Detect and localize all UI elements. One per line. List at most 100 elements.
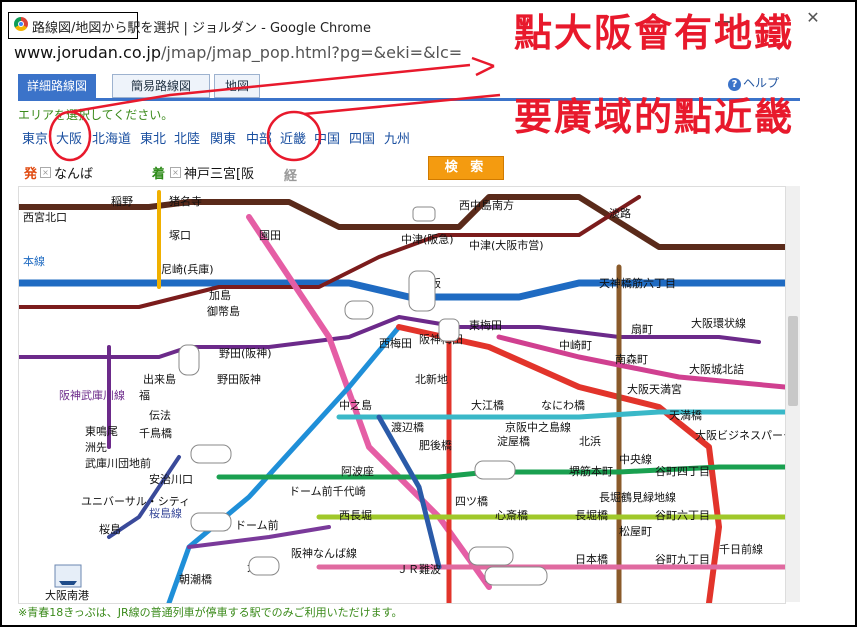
station-label[interactable]: 阿波座 <box>341 464 374 478</box>
station-label[interactable]: 北新地 <box>415 372 448 386</box>
station-node-osaka[interactable] <box>408 270 436 312</box>
station-label[interactable]: 中津(大阪市営) <box>469 238 544 252</box>
url-text[interactable]: www.jorudan.co.jp/jmap/jmap_pop.html?pg=… <box>14 43 462 62</box>
station-label[interactable]: 心斎橋 <box>495 508 528 522</box>
station-label[interactable]: 堺筋本町 <box>569 464 613 478</box>
region-chubu[interactable]: 中部 <box>246 132 273 147</box>
station-label[interactable]: 肥後橋 <box>419 438 452 452</box>
station-label[interactable]: ＪＲ難波 <box>397 563 441 576</box>
station-node-bentencho[interactable] <box>190 512 232 532</box>
address-bar[interactable]: www.jorudan.co.jp/jmap/jmap_pop.html?pg=… <box>14 40 804 66</box>
station-label[interactable]: 西中島南方 <box>459 198 514 212</box>
region-kyushu[interactable]: 九州 <box>384 132 411 147</box>
station-label[interactable]: 洲先 <box>85 441 107 454</box>
arrival-clear-icon[interactable]: × <box>170 167 181 178</box>
tab-simple-map[interactable]: 簡易路線図 <box>112 74 210 98</box>
station-node-juso[interactable] <box>412 206 436 222</box>
station-label[interactable]: 谷町九丁目 <box>655 553 710 566</box>
region-tohoku[interactable]: 東北 <box>140 132 167 147</box>
station-label[interactable]: 稲野 <box>111 195 133 208</box>
region-shikoku[interactable]: 四国 <box>349 132 376 147</box>
station-label[interactable]: 福 <box>139 388 150 402</box>
station-label[interactable]: 大阪南港 <box>45 588 89 602</box>
map-scroll-thumb[interactable] <box>788 316 798 406</box>
station-label[interactable]: 中央線 <box>619 452 652 466</box>
station-label[interactable]: 大阪環状線 <box>691 316 746 330</box>
station-label[interactable]: 西長堀 <box>339 509 372 522</box>
map-scrollbar[interactable] <box>786 186 800 602</box>
station-label[interactable]: 淡路 <box>609 207 631 220</box>
arrival-field[interactable]: 神戸三宮[阪 <box>184 167 255 182</box>
station-label[interactable]: 中津(阪急) <box>401 232 454 246</box>
station-label[interactable]: 扇町 <box>631 322 653 336</box>
station-label[interactable]: 大阪城北詰 <box>689 362 744 376</box>
station-label[interactable]: 加島 <box>209 288 231 302</box>
station-label[interactable]: 京阪中之島線 <box>505 420 571 434</box>
region-osaka[interactable]: 大阪 <box>56 132 83 147</box>
station-node-noda[interactable] <box>178 344 200 376</box>
station-label[interactable]: 谷町四丁目 <box>655 465 710 478</box>
station-label[interactable]: 渡辺橋 <box>391 420 424 434</box>
station-node-hommachi[interactable] <box>474 460 516 480</box>
region-tokyo[interactable]: 東京 <box>22 132 49 147</box>
station-node-namba[interactable] <box>468 546 514 566</box>
station-label[interactable]: 千日前線 <box>719 542 763 556</box>
help-link[interactable]: ?ヘルプ <box>728 74 779 91</box>
station-label[interactable]: 中崎町 <box>559 338 592 352</box>
station-label[interactable]: 松屋町 <box>619 524 652 538</box>
station-label[interactable]: 野田阪神 <box>217 372 261 386</box>
station-label[interactable]: 野田(阪神) <box>219 346 272 360</box>
station-node-nishikujo[interactable] <box>190 444 232 464</box>
station-label[interactable]: 尼崎(兵庫) <box>161 262 214 276</box>
station-label[interactable]: 伝法 <box>149 408 171 422</box>
close-button[interactable]: ✕ <box>806 8 820 27</box>
station-label[interactable]: 天神橋筋六丁目 <box>599 276 676 290</box>
station-label[interactable]: 東梅田 <box>469 318 502 332</box>
region-hokkaido[interactable]: 北海道 <box>92 132 132 147</box>
station-label[interactable]: 御幣島 <box>207 304 240 318</box>
tab-area-map[interactable]: 地図 <box>214 74 260 98</box>
station-label[interactable]: 園田 <box>259 229 281 242</box>
station-label[interactable]: ユニバーサル・シティ <box>81 495 190 508</box>
station-label[interactable]: ドーム前千代崎 <box>289 484 366 498</box>
station-label[interactable]: 安治川口 <box>149 472 193 486</box>
station-label[interactable]: 出来島 <box>143 372 176 386</box>
station-label[interactable]: 淀屋橋 <box>497 434 530 448</box>
station-label[interactable]: 日本橋 <box>575 552 608 566</box>
station-label[interactable]: ドーム前 <box>235 518 279 532</box>
region-hokuriku[interactable]: 北陸 <box>174 132 201 147</box>
station-label[interactable]: 西宮北口 <box>23 210 67 224</box>
station-label[interactable]: 大阪ビジネスパーク <box>695 428 785 442</box>
departure-field[interactable]: なんば <box>54 167 94 182</box>
station-label[interactable]: 阪神なんば線 <box>291 546 357 560</box>
region-kanto[interactable]: 関東 <box>210 132 237 147</box>
tab-detailed-map[interactable]: 詳細路線図 <box>18 74 96 98</box>
station-label[interactable]: 南森町 <box>615 352 648 366</box>
station-node-umeda[interactable] <box>438 318 460 342</box>
station-label[interactable]: 天満橋 <box>669 408 702 422</box>
station-label[interactable]: なにわ橋 <box>541 398 585 412</box>
station-label[interactable]: 大阪天満宮 <box>627 382 682 396</box>
station-label[interactable]: 大江橋 <box>471 398 504 412</box>
minimize-button[interactable] <box>708 14 744 28</box>
station-label[interactable]: 猪名寺 <box>169 194 202 208</box>
route-map[interactable]: 西宮北口 稲野 猪名寺 塚口 園田 西中島南方 淡路 尼崎(兵庫) 中津(阪急)… <box>18 186 786 604</box>
station-label[interactable]: 中之島 <box>339 398 372 412</box>
station-node-fukushima[interactable] <box>344 300 374 320</box>
station-label[interactable]: 塚口 <box>169 229 191 242</box>
station-node-taisho[interactable] <box>248 556 280 576</box>
region-kinki[interactable]: 近畿 <box>280 132 307 147</box>
station-label[interactable]: 長堀鶴見緑地線 <box>599 490 676 504</box>
region-chugoku[interactable]: 中国 <box>314 132 341 147</box>
station-label[interactable]: 千鳥橋 <box>139 426 172 440</box>
station-label[interactable]: 四ツ橋 <box>455 494 488 508</box>
station-label[interactable]: 武庫川団地前 <box>85 456 151 470</box>
station-node-osaka-namba[interactable] <box>484 566 548 586</box>
search-button[interactable]: 検 索 <box>428 156 504 180</box>
station-label[interactable]: 桜島 <box>99 522 121 536</box>
station-label[interactable]: 長堀橋 <box>575 508 608 522</box>
station-label[interactable]: 谷町六丁目 <box>655 509 710 522</box>
station-label[interactable]: 西梅田 <box>379 336 412 350</box>
station-label[interactable]: 朝潮橋 <box>179 572 212 586</box>
departure-clear-icon[interactable]: × <box>40 167 51 178</box>
